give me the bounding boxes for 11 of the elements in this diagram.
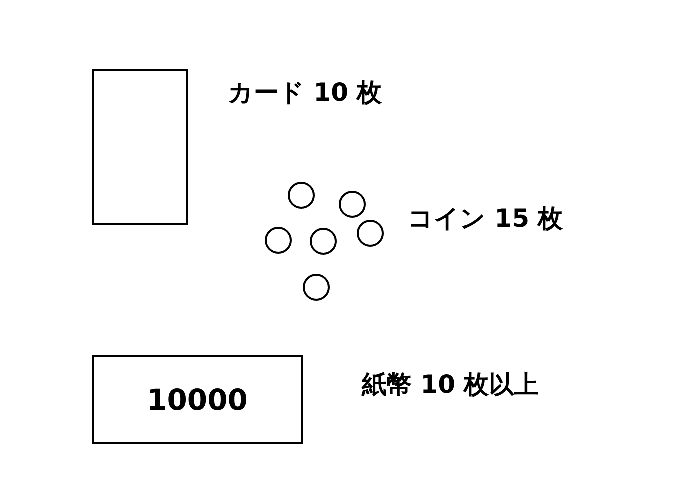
- coin-circle: [339, 191, 366, 218]
- coin-circle: [310, 228, 337, 255]
- banknote-caption: 紙幣 10 枚以上: [362, 372, 540, 397]
- coin-circle: [288, 182, 315, 209]
- coin-circle: [303, 274, 330, 301]
- card-caption: カード 10 枚: [228, 80, 382, 105]
- card-rectangle: [92, 69, 188, 225]
- coins-caption: コイン 15 枚: [408, 206, 564, 231]
- banknote-box: 10000: [92, 355, 303, 444]
- coin-circle: [265, 227, 292, 254]
- coin-circle: [357, 220, 384, 247]
